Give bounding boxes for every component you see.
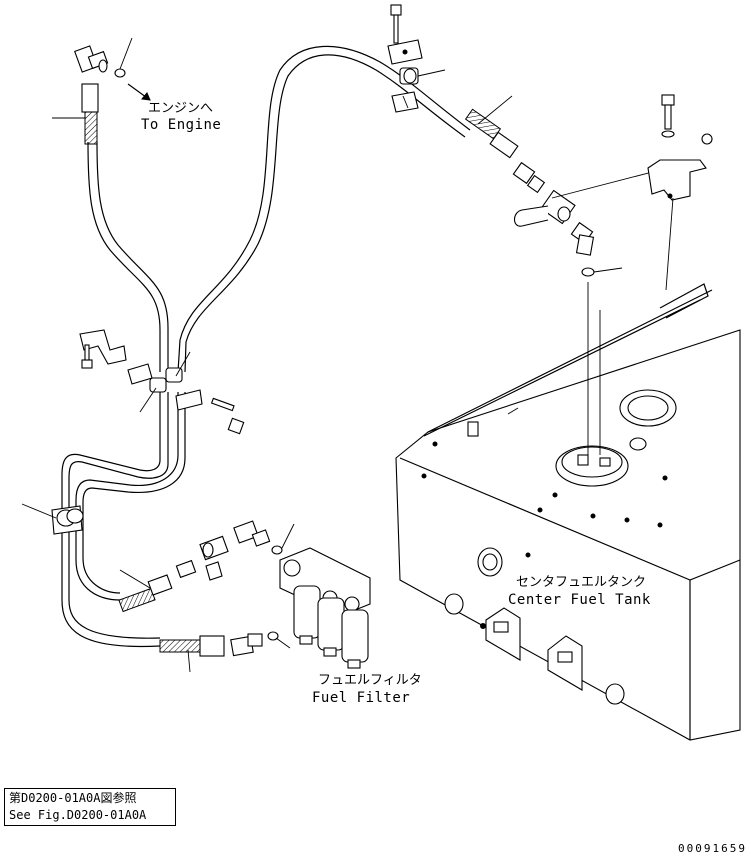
right-bracket-assembly — [647, 94, 713, 291]
engine-hose — [87, 141, 161, 372]
to-engine-label-en: To Engine — [141, 117, 221, 133]
to-engine-label-jp: エンジンへ — [148, 101, 213, 116]
center-fuel-tank — [395, 282, 741, 741]
center-tank-label-jp: センタフュエルタンク — [516, 575, 646, 590]
return-hose — [177, 45, 471, 373]
mounting-bracket — [647, 159, 707, 201]
fuel-filter — [279, 547, 371, 669]
o-ring — [581, 267, 595, 277]
center-tank-label-en: Center Fuel Tank — [508, 592, 651, 608]
tank-return-fittings — [464, 95, 661, 277]
document-number: 00091659 — [678, 842, 747, 855]
upper-clamp-assembly — [387, 4, 446, 113]
fuel-filter-label-en: Fuel Filter — [312, 690, 410, 706]
hose-end-fitting — [81, 83, 99, 113]
lower-clamp — [21, 503, 84, 535]
filter-inlet-fittings — [118, 520, 295, 673]
engine-connection — [52, 37, 151, 145]
figure-reference-jp: 第D0200-01A0A図参照 — [9, 791, 137, 805]
fuel-filter-label-jp: フュエルフィルタ — [318, 673, 422, 688]
u-bolt — [513, 205, 549, 227]
fuel-hose-routing — [61, 45, 471, 648]
bolt — [390, 4, 402, 16]
filter-element — [293, 585, 321, 639]
engine-hose-outer — [96, 141, 169, 372]
figure-reference-box: 第D0200-01A0A図参照 See Fig.D0200-01A0A — [4, 788, 176, 826]
return-hose-outer — [184, 54, 466, 373]
o-ring — [114, 68, 126, 78]
middle-clamp-assembly — [79, 329, 245, 435]
figure-reference-en: See Fig.D0200-01A0A — [9, 808, 147, 822]
bolt — [210, 397, 235, 412]
